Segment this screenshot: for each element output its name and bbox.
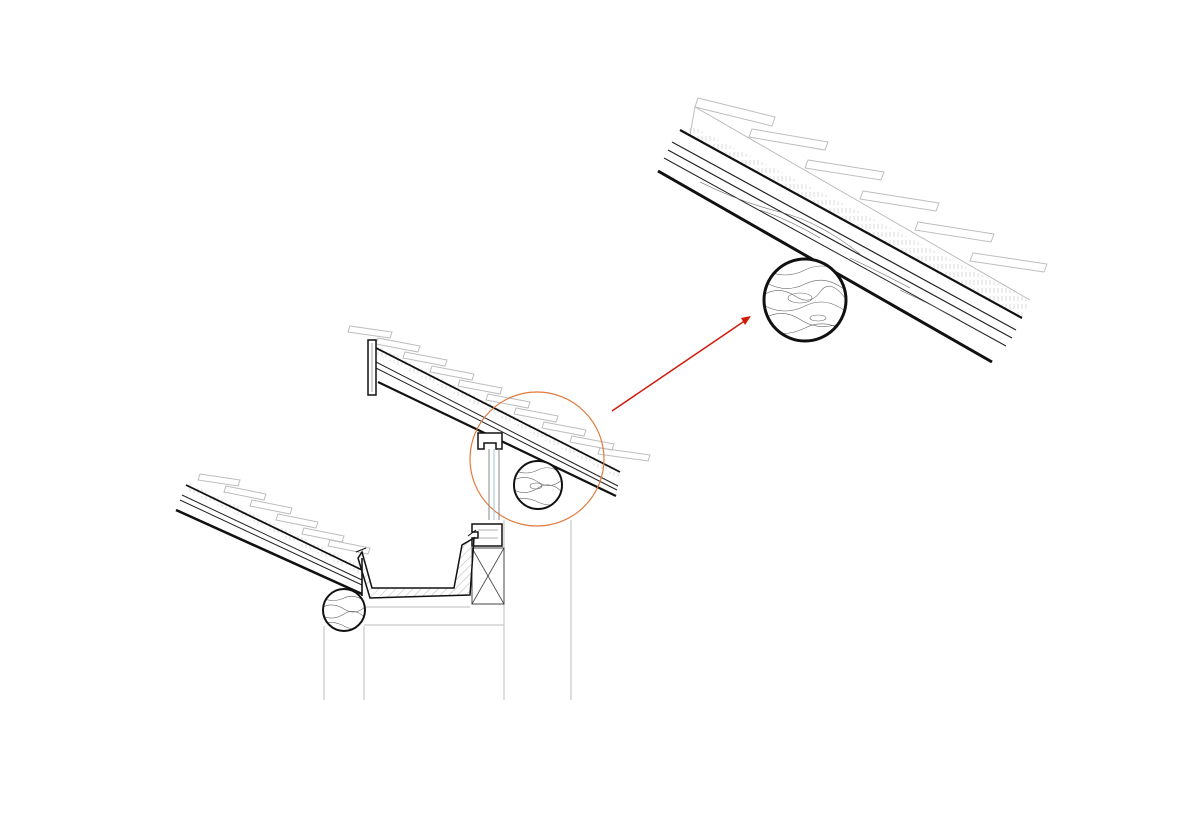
enlarged-detail-view (657, 97, 1048, 364)
lower-roof-tiles (197, 473, 371, 555)
wall-and-post-lines (323, 520, 572, 700)
detail-pointer-arrow (611, 316, 751, 412)
detail-roof-tiles (689, 97, 1048, 301)
upper-roof-section (347, 325, 651, 497)
beam-cross-section (471, 547, 505, 605)
detail-round-purlin (762, 257, 848, 343)
detail-board-grain (699, 181, 961, 321)
box-gutter (355, 529, 477, 599)
lower-roof-section (175, 473, 371, 596)
detail-batten-layer (684, 125, 1030, 318)
lower-round-purlin (322, 588, 366, 632)
upper-round-purlin (513, 460, 563, 510)
detail-callout-circle (469, 391, 605, 527)
upper-roof-tiles (347, 325, 651, 462)
clerestory-window-frame (471, 432, 503, 547)
